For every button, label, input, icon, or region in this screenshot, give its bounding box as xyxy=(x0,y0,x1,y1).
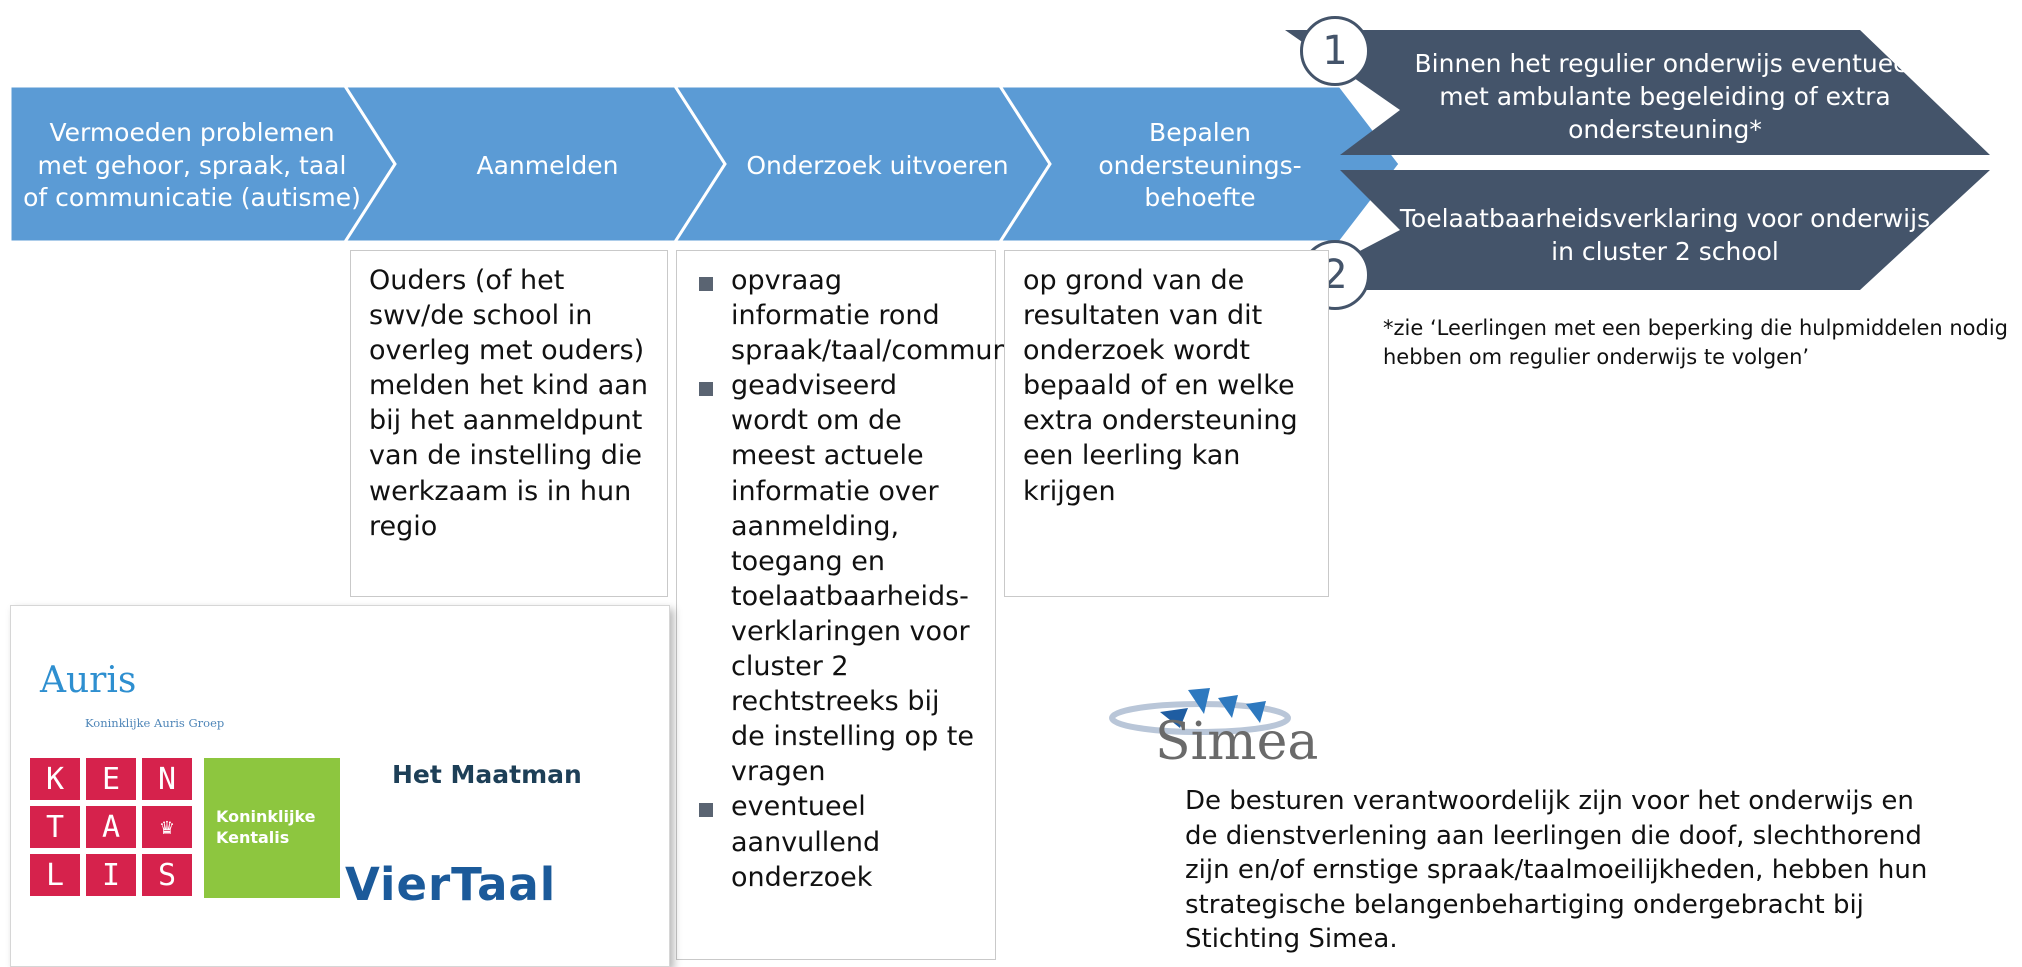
outcome-1-label: Binnen het regulier onderwijs eventueel … xyxy=(1414,48,1916,144)
aanmelden-detail-box: Ouders (of het swv/de school in overleg … xyxy=(350,250,668,597)
process-chevrons xyxy=(8,84,1402,244)
kentalis-letter: T xyxy=(30,806,80,848)
step-label-aanmelden: Aanmelden xyxy=(476,150,619,180)
outcome-arrows xyxy=(1285,30,1990,290)
kentalis-letter: L xyxy=(30,854,80,896)
viertaal-logo-word: VierTaal xyxy=(345,858,557,911)
onderzoek-detail-box: opvraag informatie rond spraak/taal/comm… xyxy=(676,250,1092,960)
onderzoek-detail-item: geadviseerd wordt om de meest actuele in… xyxy=(697,368,979,789)
kentalis-crown-icon: ♛ xyxy=(142,806,192,848)
step-label-vermoeden: Vermoeden problemen met gehoor, spraak, … xyxy=(23,118,361,213)
kentalis-letter: A xyxy=(86,806,136,848)
auris-logo-word: Auris xyxy=(40,660,137,701)
onderzoek-detail-list: opvraag informatie rond spraak/taal/comm… xyxy=(697,263,1092,895)
kentalis-name-line1: Koninklijke xyxy=(216,807,316,827)
simea-logo-word: Simea xyxy=(1155,712,1319,772)
simea-description: De besturen verantwoordelijk zijn voor h… xyxy=(1185,786,1928,955)
auris-logo-subtitle: Koninklijke Auris Groep xyxy=(85,716,225,730)
onderzoek-detail-item: opvraag informatie rond spraak/taal/comm… xyxy=(697,263,1092,368)
outcome-1-number: 1 xyxy=(1300,16,1370,86)
ondersteuning-detail-text: op grond van de resultaten van dit onder… xyxy=(1023,265,1298,507)
kentalis-logo: K E N T A ♛ L I S Koninklijke Kentalis xyxy=(30,758,340,898)
maatman-logo-word: Het Maatman xyxy=(392,760,582,789)
kentalis-letter: N xyxy=(142,758,192,800)
outcome-arrow-1 xyxy=(1285,30,1990,155)
step-label-onderzoek: Onderzoek uitvoeren xyxy=(746,150,1009,180)
kentalis-letter: K xyxy=(30,758,80,800)
kentalis-letter: I xyxy=(86,854,136,896)
outcome-footnote: *zie ‘Leerlingen met een beperking die h… xyxy=(1383,316,2009,370)
simea-logo-mark-icon xyxy=(1109,688,1291,735)
kentalis-letter: E xyxy=(86,758,136,800)
onderzoek-detail-item: eventueel aanvullend onderzoek xyxy=(697,789,979,894)
outcome-arrow-2 xyxy=(1285,170,1990,290)
outcome-2-label: Toelaatbaarheidsverklaring voor onderwij… xyxy=(1399,204,1931,266)
kentalis-letter: S xyxy=(142,854,192,896)
step-label-bepalen: Bepalen ondersteunings-behoefte xyxy=(1098,118,1302,213)
kentalis-name-line2: Kentalis xyxy=(216,828,290,847)
aanmelden-detail-text: Ouders (of het swv/de school in overleg … xyxy=(369,265,648,542)
ondersteuning-detail-box: op grond van de resultaten van dit onder… xyxy=(1004,250,1329,597)
kentalis-name-block: Koninklijke Kentalis xyxy=(204,758,340,898)
